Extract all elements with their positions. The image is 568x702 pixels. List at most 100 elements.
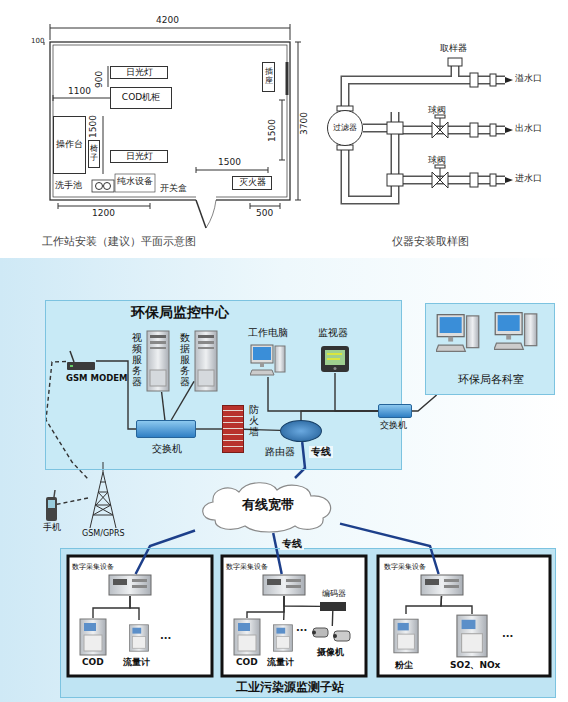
office-panel: 环保局各科室: [425, 303, 555, 395]
caption: 仪器安装取样图: [392, 236, 469, 248]
part-label: 进水口: [515, 174, 542, 184]
node-text: 有线宽带: [242, 498, 294, 512]
node-text: GSM MODEM: [66, 374, 128, 383]
node-text: 过滤器: [333, 124, 357, 133]
filter-circle: 过滤器: [327, 110, 363, 146]
connector: [268, 377, 378, 411]
connector: [412, 395, 437, 411]
dimension: 1500: [89, 115, 99, 138]
node-text: 工业污染源监测子站: [236, 681, 344, 694]
connector: [162, 392, 165, 420]
connector: [136, 531, 195, 575]
connector: [335, 373, 378, 411]
socket-box: 插座: [262, 62, 275, 92]
part-label: 溢水口: [515, 74, 542, 84]
node-text: 数字采集设备: [72, 564, 114, 572]
connector: [441, 596, 472, 614]
center-panel: 环保局监控中心视频服务器数据服务器工作电脑监视器GSM MODEM交换机防火墙路…: [45, 300, 402, 470]
switch-box: 交换机: [136, 420, 196, 438]
node-text: 环保局监控中心: [131, 305, 229, 320]
instrument-icon: COD: [78, 618, 108, 656]
node-text: 数字采集设备: [384, 564, 426, 572]
connector: [96, 361, 136, 429]
node-text: 粉尘: [395, 661, 413, 671]
node-text: SO2、NOx: [450, 661, 500, 671]
part-label: 洗手池: [55, 181, 82, 191]
part-label: 出水口: [515, 124, 542, 134]
node-text: 交换机: [152, 443, 182, 454]
router: 路由器: [280, 420, 322, 442]
desk-box: 操作台: [53, 116, 86, 174]
node-text: 数字采集设备: [226, 564, 268, 572]
firewall: 防火墙: [222, 405, 244, 453]
node-text: 插座: [265, 68, 273, 86]
instrument-icon: 流量计: [272, 620, 294, 656]
node-text: 椅子: [90, 145, 98, 163]
collector-icon: 数字采集设备: [108, 574, 152, 596]
node-text: 编码器: [322, 590, 346, 599]
connector: [283, 596, 285, 620]
dimension: 1200: [92, 209, 115, 219]
connector: [130, 596, 139, 620]
node-text: 日光灯: [126, 152, 153, 162]
node-text: 灭火器: [239, 178, 266, 188]
collector-icon: 数字采集设备: [262, 574, 306, 596]
connector: [93, 596, 130, 618]
lamp-box: 日光灯: [110, 66, 168, 79]
node-text: 监视器: [318, 327, 348, 338]
node-text: COD: [82, 658, 104, 668]
station-panel: 工业污染源监测子站数字采集设备COD流量计数字采集设备编码器COD流量计摄像机数…: [60, 548, 556, 698]
connector: [284, 596, 320, 606]
camera-icon: 摄像机: [312, 626, 352, 644]
ellipsis: ...: [502, 628, 513, 639]
part-label: 球阀: [428, 106, 446, 116]
dimension: 1500: [268, 119, 278, 142]
part-label: 球阀: [428, 156, 446, 166]
node-text: GSM/GPRS: [82, 530, 125, 539]
dimension: 500: [256, 209, 273, 219]
server-icon: 数据服务器: [194, 330, 218, 392]
connector: [301, 411, 378, 420]
dimension: 1500: [218, 158, 241, 168]
node-text: 视频服务器: [132, 332, 142, 387]
pc-icon: 工作电脑: [250, 343, 286, 377]
ellipsis: ...: [160, 630, 171, 641]
connector: [196, 428, 222, 429]
node-text: 数据服务器: [180, 332, 190, 387]
ellipsis: ...: [296, 622, 307, 633]
dimension: 900: [95, 71, 105, 88]
connector: [332, 611, 334, 626]
part-label: 开关盒: [160, 184, 187, 194]
connector: [295, 442, 305, 478]
part-label: 纯水设备: [117, 177, 153, 187]
caption: 工作站安装（建议）平面示意图: [42, 236, 196, 248]
part-label: 取样器: [440, 44, 467, 54]
server-icon: 视频服务器: [146, 330, 170, 392]
modem-icon: GSM MODEM: [66, 350, 96, 372]
instrument-icon: 流量计: [128, 620, 150, 656]
phone-icon: 手机: [45, 490, 57, 521]
switch-box: 交换机: [378, 404, 412, 418]
node-text: 路由器: [265, 446, 295, 457]
encoder-icon: 编码器: [320, 602, 346, 611]
node-text: 环保局各科室: [458, 374, 524, 386]
dimension: 4200: [156, 16, 179, 26]
cloud: 有线宽带: [195, 478, 340, 533]
node-text: 流量计: [267, 658, 294, 668]
connector: [247, 596, 284, 618]
node-text: 操作台: [56, 140, 83, 150]
tower-icon: GSM/GPRS: [88, 462, 118, 528]
node-text: 摄像机: [317, 648, 344, 658]
node-text: 防火墙: [249, 404, 259, 437]
instrument-icon: COD: [232, 618, 262, 656]
connector: [171, 381, 194, 420]
dimension: 100: [31, 38, 44, 46]
connector: [57, 498, 88, 504]
edge-label: 专线: [309, 446, 333, 458]
node-text: 工作电脑: [248, 327, 288, 338]
connector: [406, 596, 442, 614]
instrument-icon: SO2、NOx: [452, 614, 492, 658]
node-text: COD机柜: [122, 93, 160, 103]
dimension: 3700: [300, 112, 310, 135]
